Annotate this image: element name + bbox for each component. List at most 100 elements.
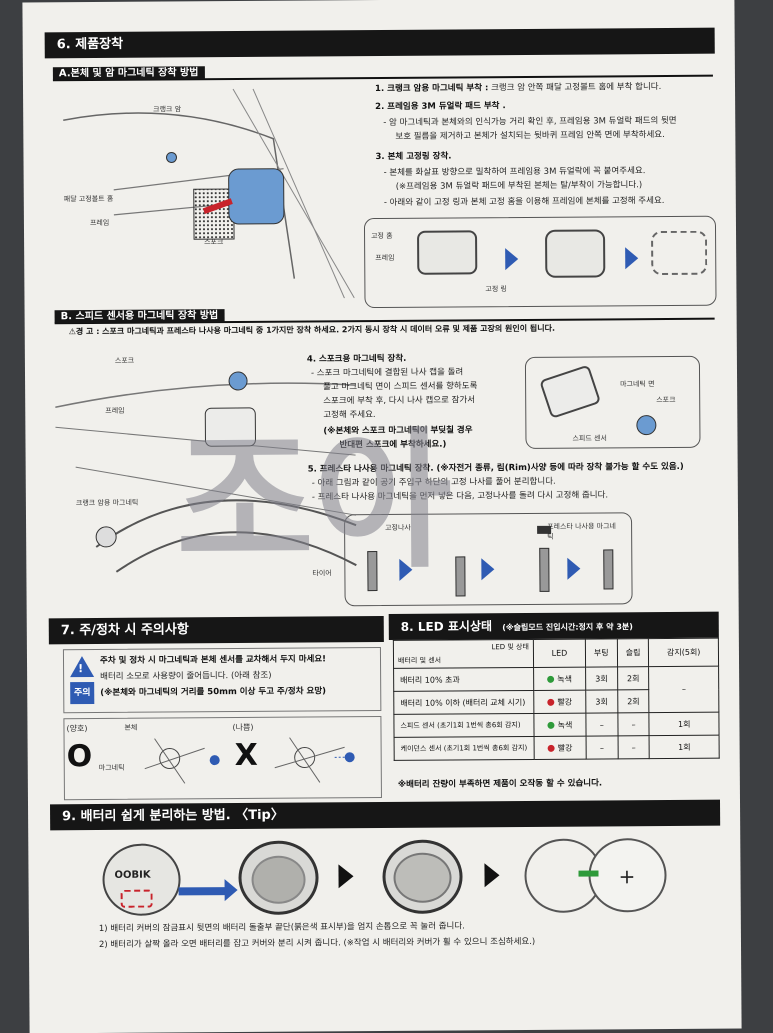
label-crank-arm: 크랭크 암 [153,105,182,114]
led-status-table: LED 및 상태 배터리 및 센서 LED 부팅 슬립 감지(5회) 배터리 1… [393,638,720,761]
steps-1-3: 1. 크랭크 암용 마그네틱 부착 : 크랭크 암 안쪽 패달 고정볼트 홈에 … [22,0,734,208]
warning-icon-mark: ! [78,662,84,676]
section-9-header: 9. 배터리 쉽게 분리하는 방법. 〈Tip〉 [50,799,721,831]
step-3: 3. 본체 고정링 장착. [375,151,452,163]
detect-value: 1회 [649,735,720,759]
battery-removed: + [588,838,667,913]
good-parking-illustration [144,738,220,784]
parking-warning-box: ! 주의 주차 및 정차 시 마그네틱과 본체 센서를 교차해서 두지 마세요!… [62,647,382,714]
body-with-ring [545,229,606,278]
brand-logo: OOBIK [114,869,151,881]
caution-badge: 주의 [70,682,95,705]
green-arrow-shaft [578,870,599,877]
label-crank-magnet: 크랭크 암용 마그네틱 [75,498,139,508]
step-5: 5. 프레스타 나사용 마그네틱 장착. (※자전거 종류, 림(Rim)사양 … [22,0,734,503]
label-spoke-b: 스포크 [114,356,135,365]
led-dot-icon [547,721,555,729]
arrow-cover [224,879,238,902]
presta-magnet [537,525,552,534]
step-1: 1. 크랭크 암용 마그네틱 부착 : 크랭크 암 안쪽 패달 고정볼트 홈에 … [374,82,662,95]
label-frame-b: 프레임 [105,406,125,415]
led-dot-icon [547,744,555,752]
bad-label: (나쁨) [232,722,254,733]
label-presta-magnet: 프레스타 나사용 마그네틱 [547,522,616,541]
table-row: 스피드 센서 (초기1회 1번씩 총6회 감지) 녹색 – – 1회 [393,712,720,738]
battery-step-2: 2) 배터리가 살짝 올라 오면 배터리를 잡고 커버와 분리 시켜 줍니다. … [98,936,536,950]
col-sleep: 슬립 [617,638,650,667]
label-magnet: 마그네틱 [98,763,125,772]
label-frame: 프레임 [89,218,110,228]
led-cell: 녹색 [533,713,586,737]
step-4-line-1: - 스포크 마그네틱에 결합된 나사 캡을 돌려 [310,367,464,379]
row-label: 배터리 10% 초과 [393,667,534,692]
header-led-status: LED 및 상태 [491,642,529,652]
label-spoke-small: 스포크 [656,395,676,405]
led-cell: 빨강 [533,690,586,714]
led-cell: 녹색 [533,667,586,691]
lock-mark-highlight [120,889,153,908]
parking-warning-3: (※본체와 마그네틱의 거리를 50mm 이상 두고 주/정차 요망) [100,686,327,698]
boot-value: 3회 [585,666,618,691]
step-3-line-2: (※프레임용 3M 듀얼락 패드에 부착된 본체는 탈/부착이 가능합니다.) [395,180,643,192]
sleep-value: 2회 [617,666,650,690]
section-8-title: 8. LED 표시상태 [400,619,493,634]
arrow-2 [625,247,639,270]
battery-step-1: 1) 배터리 커버의 잠금표시 뒷면의 배터리 돌출부 끝단(붉은색 표시부)을… [98,921,465,934]
sensor-body [539,364,602,419]
section-6a-subheader: A.본체 및 암 마그네틱 장착 방법 [52,59,713,82]
label-frame-2: 프레임 [375,253,395,263]
section-7-header: 7. 주/정차 시 주의사항 [48,615,384,645]
label-spoke: 스포크 [204,238,224,247]
led-value: 녹색 [557,674,573,684]
header-battery-sensor: 배터리 및 센서 [397,656,442,665]
valve-4 [603,549,614,590]
col-detect: 감지(5회) [648,638,719,667]
valve-2 [455,556,466,597]
battery-lifting [382,839,463,915]
fix-ring-figure: 고정 홈 프레임 고정 링 [363,215,717,309]
table-row: 케이던스 센서 (초기1회 1번씩 총6회 감지) 빨강 – – 1회 [394,735,720,761]
spoke-warning: ⚠경 고 : 스포크 마그네틱과 프레스타 나사용 마그네틱 중 1가지만 장착… [68,323,556,337]
sleep-value: – [617,712,650,736]
arrow-1 [505,248,519,271]
step-arrow-2 [484,863,500,888]
arrow-valve-3 [567,557,581,580]
led-value: 빨강 [557,697,573,707]
section-6b-title: B. 스피드 센서용 마그네틱 장착 방법 [54,309,225,324]
led-value: 녹색 [557,720,573,730]
good-mark: O [66,739,93,775]
detect-value: – [649,666,719,713]
label-fix-ring: 고정 링 [485,285,507,294]
battery-cell [251,855,306,904]
crank-mount-illustration [63,88,355,299]
row-label: 스피드 센서 (초기1회 1번씩 총6회 감지) [393,713,535,738]
parking-figures: (양호) O 본체 마그네틱 (나쁨) X [63,716,382,801]
table-row: 배터리 10% 초과 녹색 3회 2회 – [393,666,719,713]
col-boot: 부팅 [585,638,618,668]
boot-value: – [585,712,618,737]
section-6a-title: A.본체 및 암 마그네틱 장착 방법 [52,66,205,81]
battery-back [238,840,319,916]
bad-parking-illustration [274,737,355,783]
watermark: 조아 [175,414,453,591]
body-with-groove [417,230,478,275]
battery-cell-lifting [393,852,452,903]
speed-sensor-figure: 마그네틱 면 스포크 스피드 센서 [524,355,701,449]
label-pedal-bolt: 패달 고정볼트 홈 [63,194,114,204]
section-6b-subheader: B. 스피드 센서용 마그네틱 장착 방법 [54,302,715,325]
sleep-value: 2회 [617,689,650,713]
good-label: (양호) [66,724,88,734]
battery-removal-figures: OOBIK + [58,834,719,919]
parking-warning-2: 배터리 소모로 사용량이 줄어듭니다. (아래 참조) [100,670,272,682]
parking-warning-1: 주차 및 정차 시 마그네틱과 본체 센서를 교차해서 두지 마세요! [99,654,327,666]
detect-value: 1회 [649,712,720,736]
table-corner-header: LED 및 상태 배터리 및 센서 [393,639,534,669]
spoke-magnet [636,415,657,436]
led-cell: 빨강 [534,736,587,760]
manual-page: 6. 제품장착 A.본체 및 암 마그네틱 장착 방법 크랭크 암 패달 고정볼… [22,0,742,1033]
step-2: 2. 프레임용 3M 듀얼락 패드 부착 . [375,101,506,113]
step-4-head: 4. 스포크용 마그네틱 장착. [306,353,407,365]
step-2-line-2: 보호 필름을 제거하고 본체가 설치되는 뒷바퀴 프레임 안쪽 면에 부착하세요… [395,130,665,142]
arrow-shaft [178,887,229,896]
label-fix-groove: 고정 홈 [371,231,393,241]
